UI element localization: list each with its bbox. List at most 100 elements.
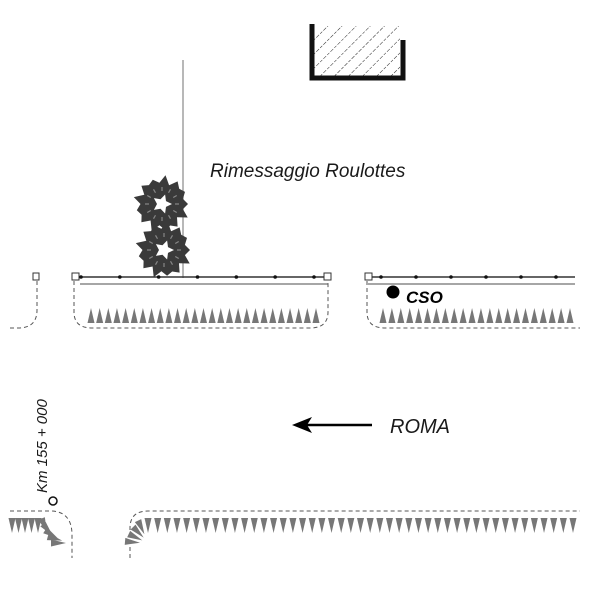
- traffic-cone-icon: [357, 518, 364, 533]
- traffic-cone-icon: [511, 518, 519, 533]
- traffic-cone-icon: [200, 308, 207, 323]
- traffic-cone-icon: [376, 518, 384, 533]
- fence-post-dot: [234, 275, 239, 279]
- area-name-label: Rimessaggio Roulottes: [210, 161, 406, 182]
- traffic-cone-icon: [241, 518, 249, 533]
- traffic-cone-icon: [450, 308, 458, 323]
- traffic-cone-icon: [217, 308, 225, 323]
- hatched-building-icon: [309, 24, 406, 81]
- fence-post-dot: [79, 275, 83, 279]
- traffic-cone-icon: [208, 308, 216, 323]
- traffic-cone-icon: [182, 308, 190, 323]
- traffic-cone-icon: [557, 308, 565, 323]
- fence-post-dot: [519, 275, 523, 279]
- traffic-cone-icon: [286, 308, 294, 323]
- traffic-cone-icon: [550, 518, 558, 533]
- traffic-cone-icon: [122, 308, 130, 323]
- cso-label: CSO: [406, 288, 443, 307]
- traffic-cone-icon: [328, 518, 336, 533]
- fence-post-dot: [118, 275, 122, 279]
- traffic-cone-icon: [174, 308, 182, 323]
- traffic-cone-icon: [243, 308, 251, 323]
- fence-post-dot: [156, 275, 161, 279]
- arrow-left-icon: [292, 417, 372, 433]
- traffic-cone-icon: [397, 308, 405, 323]
- traffic-cone-icon: [156, 308, 164, 323]
- traffic-cone-icon: [303, 308, 311, 323]
- traffic-cone-icon: [21, 518, 29, 533]
- traffic-cone-icon: [548, 308, 556, 323]
- traffic-cone-icon: [530, 308, 538, 323]
- traffic-cone-icon: [347, 518, 355, 533]
- circle-marker-icon: [48, 496, 58, 506]
- post-marker: [32, 272, 40, 281]
- traffic-cone-icon: [46, 533, 63, 541]
- traffic-cone-icon: [130, 308, 138, 323]
- traffic-cone-icon: [144, 518, 152, 533]
- kilometer-label: Km 155 + 000: [34, 399, 51, 493]
- traffic-cone-icon: [492, 518, 500, 533]
- cone-row-lower-main: [124, 518, 577, 545]
- traffic-cone-icon: [539, 308, 547, 323]
- cone-row-lower-left: [8, 517, 66, 547]
- traffic-cone-icon: [468, 308, 476, 323]
- traffic-cone-icon: [521, 308, 529, 323]
- traffic-cone-icon: [15, 518, 22, 533]
- traffic-cone-icon: [312, 308, 320, 323]
- fence-left: [71, 272, 332, 285]
- traffic-cone-icon: [279, 518, 287, 533]
- traffic-cone-icon: [540, 518, 548, 533]
- traffic-cone-icon: [513, 308, 521, 323]
- traffic-cone-icon: [202, 518, 210, 533]
- traffic-cone-icon: [173, 518, 181, 533]
- filled-circle-icon: [386, 285, 400, 299]
- traffic-cone-icon: [154, 518, 162, 533]
- fence-post-dot: [379, 275, 383, 279]
- fence-post-dot: [449, 275, 453, 279]
- traffic-cone-icon: [486, 308, 494, 323]
- traffic-cone-icon: [51, 539, 66, 547]
- traffic-cone-icon: [308, 518, 316, 533]
- tree-group: [133, 175, 190, 278]
- traffic-cone-icon: [130, 524, 144, 538]
- traffic-cone-icon: [28, 518, 35, 533]
- traffic-cone-icon: [269, 308, 277, 323]
- traffic-cone-icon: [192, 518, 200, 533]
- traffic-cone-icon: [366, 518, 374, 533]
- traffic-cone-icon: [395, 518, 403, 533]
- traffic-cone-icon: [225, 308, 233, 323]
- fence-post-dot: [554, 275, 558, 279]
- fence-post-dot: [484, 275, 488, 279]
- traffic-cone-icon: [495, 308, 503, 323]
- traffic-cone-icon: [299, 518, 307, 533]
- traffic-cone-icon: [104, 308, 112, 323]
- traffic-cone-icon: [250, 518, 258, 533]
- traffic-cone-icon: [148, 308, 156, 323]
- traffic-cone-icon: [424, 308, 432, 323]
- traffic-cone-icon: [337, 518, 345, 533]
- tree-icon: [133, 175, 188, 232]
- fence-post-dot: [195, 275, 200, 279]
- traffic-cone-icon: [289, 518, 297, 533]
- traffic-cone-icon: [270, 518, 278, 533]
- traffic-cone-icon: [388, 308, 396, 323]
- traffic-cone-icon: [477, 308, 485, 323]
- traffic-cone-icon: [139, 308, 147, 323]
- traffic-cone-icon: [424, 518, 432, 533]
- traffic-cone-icon: [96, 308, 104, 323]
- cone-row-upper-right: [379, 308, 574, 323]
- traffic-cone-icon: [569, 518, 577, 533]
- traffic-cone-icon: [183, 518, 191, 533]
- fence-post-dot: [414, 275, 418, 279]
- tree-icon: [135, 221, 190, 278]
- traffic-cone-icon: [530, 518, 538, 533]
- traffic-cone-icon: [501, 518, 509, 533]
- traffic-cone-icon: [234, 308, 242, 323]
- traffic-cone-icon: [415, 308, 423, 323]
- traffic-cone-icon: [277, 308, 285, 323]
- traffic-cone-icon: [453, 518, 461, 533]
- traffic-cone-icon: [221, 518, 229, 533]
- traffic-cone-icon: [163, 518, 171, 533]
- traffic-cone-icon: [434, 518, 442, 533]
- curb-lines-lower: [10, 510, 580, 558]
